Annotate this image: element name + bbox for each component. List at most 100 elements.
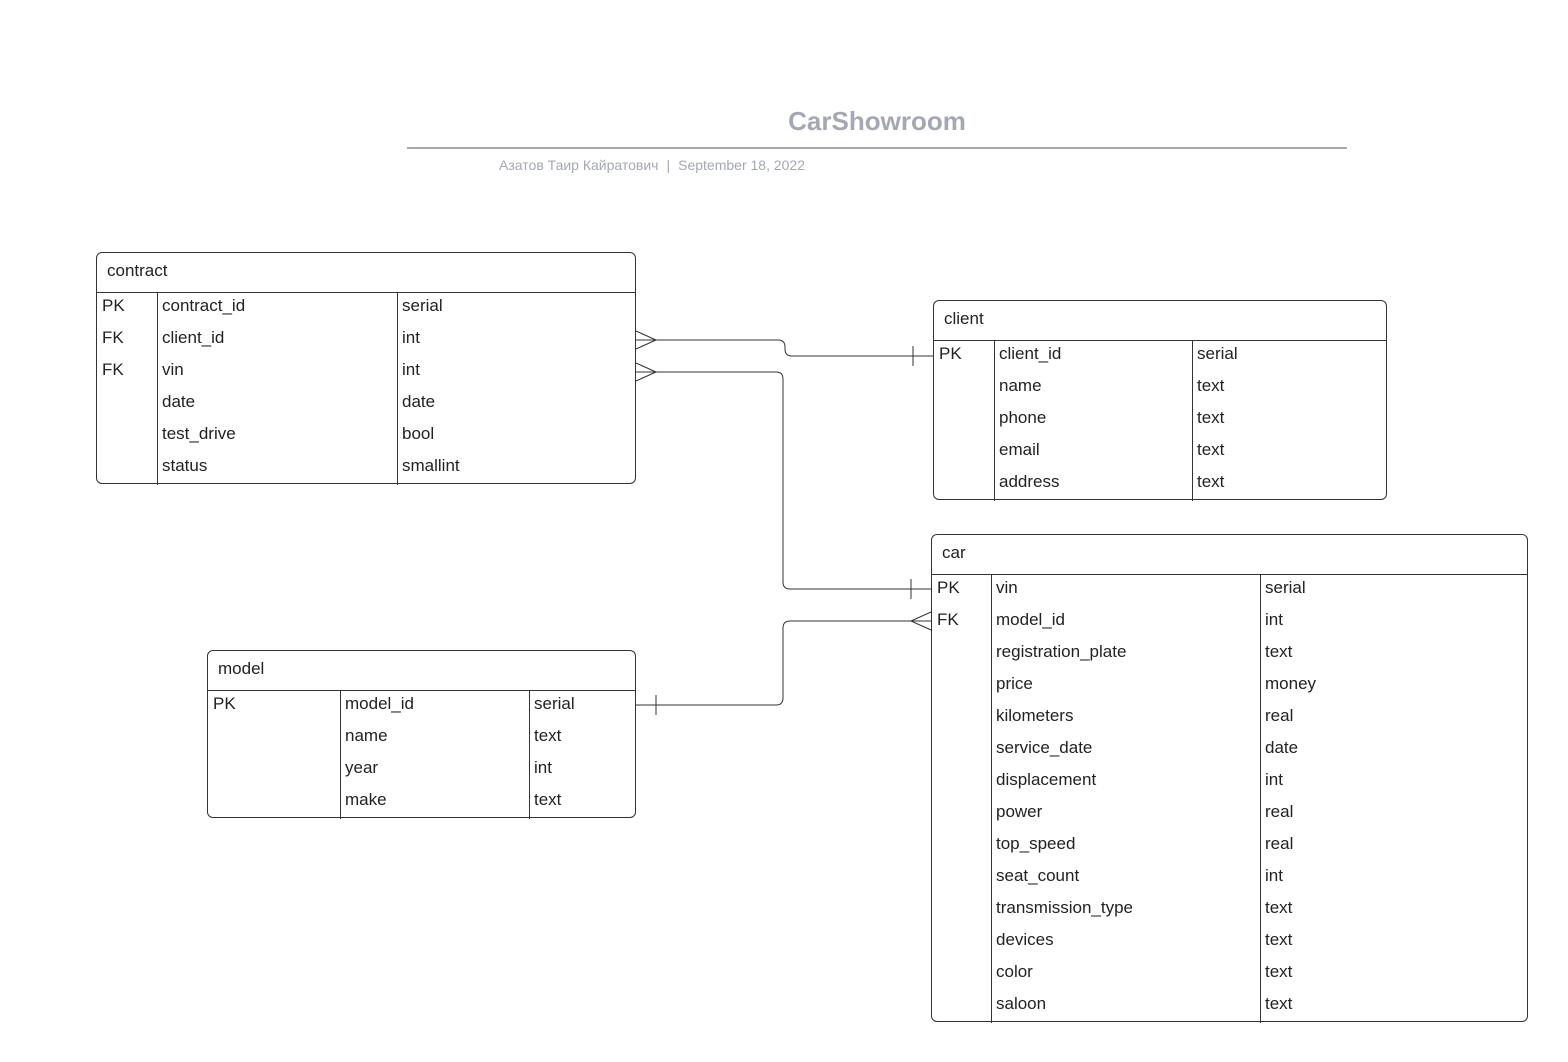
- row-field: status: [162, 456, 208, 475]
- table-row[interactable]: name text: [208, 723, 635, 755]
- table-row[interactable]: color text: [932, 959, 1527, 991]
- table-row[interactable]: saloon text: [932, 991, 1527, 1023]
- table-row[interactable]: year int: [208, 755, 635, 787]
- row-type: serial: [1265, 578, 1306, 597]
- row-type: text: [1265, 994, 1293, 1013]
- table-row[interactable]: price money: [932, 671, 1527, 703]
- column-divider: [994, 341, 995, 501]
- row-type: int: [534, 758, 552, 777]
- row-type: text: [1197, 376, 1225, 395]
- column-divider: [1192, 341, 1193, 501]
- row-type: int: [1265, 866, 1283, 885]
- table-row[interactable]: phone text: [934, 405, 1386, 437]
- row-type: text: [1197, 408, 1225, 427]
- column-divider: [1260, 575, 1261, 1023]
- row-field: client_id: [162, 328, 225, 347]
- entity-header-model: model: [208, 651, 635, 691]
- row-type: date: [1265, 738, 1299, 757]
- row-field: client_id: [999, 344, 1062, 363]
- row-field: service_date: [996, 738, 1093, 757]
- row-field: model_id: [996, 610, 1065, 629]
- column-divider: [340, 691, 341, 819]
- subtitle-separator: |: [666, 157, 671, 173]
- row-field: name: [345, 726, 388, 745]
- row-field: registration_plate: [996, 642, 1127, 661]
- row-field: year: [345, 758, 379, 777]
- column-divider: [529, 691, 530, 819]
- link-contract-car: [636, 371, 931, 590]
- row-key: PK: [102, 296, 125, 315]
- table-row[interactable]: PK vin serial: [932, 575, 1527, 607]
- row-type: text: [1265, 898, 1293, 917]
- row-type: real: [1265, 834, 1294, 853]
- table-row[interactable]: seat_count int: [932, 863, 1527, 895]
- row-key: FK: [937, 610, 959, 629]
- table-row[interactable]: service_date date: [932, 735, 1527, 767]
- row-type: text: [1197, 472, 1225, 491]
- row-type: int: [402, 360, 420, 379]
- column-divider: [397, 293, 398, 485]
- title-rule: [407, 147, 1347, 149]
- row-type: bool: [402, 424, 435, 443]
- row-type: text: [1265, 642, 1293, 661]
- row-field: power: [996, 802, 1043, 821]
- row-type: serial: [1197, 344, 1238, 363]
- row-key: PK: [213, 694, 236, 713]
- row-key: FK: [102, 328, 124, 347]
- row-field: color: [996, 962, 1033, 981]
- row-field: date: [162, 392, 196, 411]
- row-field: kilometers: [996, 706, 1074, 725]
- row-field: vin: [996, 578, 1018, 597]
- row-field: contract_id: [162, 296, 246, 315]
- entity-header-contract: contract: [97, 253, 635, 293]
- row-field: displacement: [996, 770, 1097, 789]
- entity-header-car: car: [932, 535, 1527, 575]
- diagram-subtitle: Азатов Таир Кайратович | September 18, 202…: [407, 157, 805, 173]
- row-field: phone: [999, 408, 1047, 427]
- row-type: text: [534, 790, 562, 809]
- table-row[interactable]: registration_plate text: [932, 639, 1527, 671]
- author-name: Азатов Таир Кайратович: [499, 157, 659, 173]
- column-divider: [157, 293, 158, 485]
- link-car-model: [636, 620, 931, 706]
- row-field: saloon: [996, 994, 1047, 1013]
- row-field: vin: [162, 360, 184, 379]
- diagram-date: September 18, 2022: [678, 157, 805, 173]
- row-type: money: [1265, 674, 1317, 693]
- row-type: text: [534, 726, 562, 745]
- row-field: price: [996, 674, 1033, 693]
- table-row[interactable]: power real: [932, 799, 1527, 831]
- column-divider: [991, 575, 992, 1023]
- row-type: serial: [534, 694, 575, 713]
- row-field: seat_count: [996, 866, 1080, 885]
- row-key: PK: [937, 578, 960, 597]
- row-type: real: [1265, 802, 1294, 821]
- row-type: text: [1265, 962, 1293, 981]
